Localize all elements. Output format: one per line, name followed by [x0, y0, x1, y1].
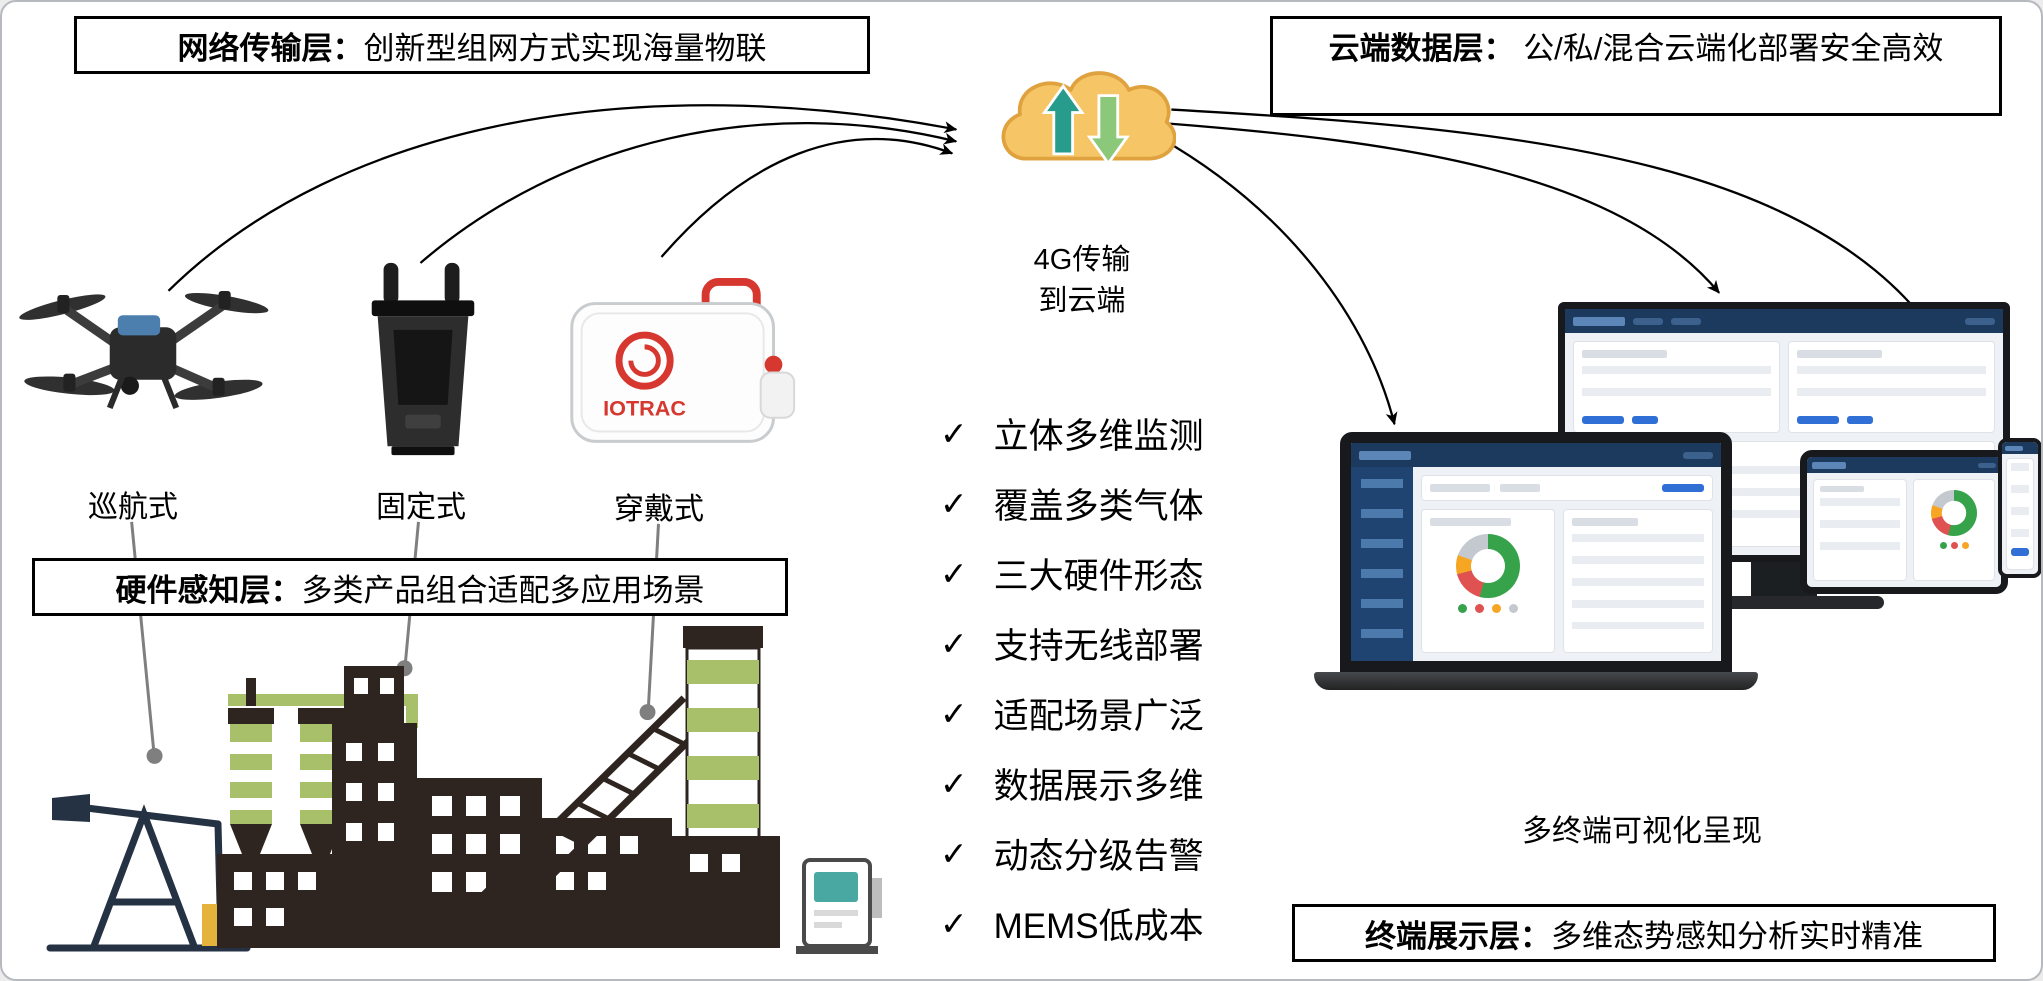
feature-item: ✓ 支持无线部署 — [940, 608, 1204, 678]
cloud-transfer-label: 4G传输 到云端 — [968, 240, 1196, 321]
terminal-layer-box: 终端展示层： 多维态势感知分析实时精准 — [1292, 904, 1996, 962]
fixed-label: 固定式 — [376, 491, 466, 524]
check-icon: ✓ — [940, 484, 968, 522]
donut-chart-card — [1421, 509, 1556, 653]
donut-chart-card — [1913, 479, 1995, 581]
dashboard-table — [2006, 458, 2034, 570]
user-pill — [1978, 462, 1996, 468]
donut-chart — [1931, 490, 1977, 536]
factory-illustration — [32, 608, 892, 978]
feature-text: 动态分级告警 — [993, 836, 1204, 876]
site-dot — [146, 747, 163, 764]
tablet-mockup — [1800, 450, 2008, 594]
layer-title: 终端展示层： — [1365, 918, 1551, 954]
cloud-label-line2: 到云端 — [1038, 284, 1126, 317]
dashboard-header — [2002, 442, 2038, 454]
dashboard-content — [1351, 467, 1721, 661]
check-icon: ✓ — [940, 834, 968, 872]
network-layer-box: 网络传输层： 创新型组网方式实现海量物联 — [74, 16, 870, 74]
feature-item: ✓ 数据展示多维 — [940, 748, 1204, 818]
user-pill — [1683, 451, 1713, 459]
arrow-drone-to-cloud — [167, 104, 958, 292]
upload-arrow-icon — [1041, 83, 1085, 156]
nav-pill — [1671, 317, 1701, 325]
check-icon: ✓ — [940, 624, 968, 662]
feature-text: 立体多维监测 — [993, 416, 1204, 456]
donut-chart — [1456, 534, 1521, 598]
check-icon: ✓ — [940, 764, 968, 802]
download-arrow-icon — [1086, 94, 1130, 166]
dashboard-logo — [1573, 316, 1625, 326]
check-icon: ✓ — [940, 694, 968, 732]
feature-item: ✓ 动态分级告警 — [940, 818, 1204, 888]
dashboard-panel — [1788, 341, 1995, 433]
check-icon: ✓ — [940, 904, 968, 942]
feature-item: ✓ 适配场景广泛 — [940, 678, 1204, 748]
feature-text: MEMS低成本 — [993, 906, 1204, 946]
dashboard-sidebar — [1351, 467, 1413, 661]
arrow-fixed-to-cloud — [419, 122, 958, 264]
dashboard-header — [1351, 443, 1721, 467]
wearable-device-image: IOTRAC — [558, 274, 804, 466]
check-icon: ✓ — [940, 414, 968, 452]
chart-legend — [1458, 604, 1519, 613]
laptop-base — [1314, 672, 1758, 690]
hardware-layer-box: 硬件感知层： 多类产品组合适配多应用场景 — [32, 558, 788, 616]
dashboard-toolbar — [1421, 475, 1713, 501]
arrow-wearable-to-cloud — [660, 137, 954, 258]
laptop-screen — [1340, 432, 1732, 672]
feature-list: ✓立体多维监测 ✓覆盖多类气体 ✓三大硬件形态 ✓支持无线部署 ✓适配场景广泛 … — [940, 398, 1204, 958]
arrow-cloud-to-monitor — [1167, 122, 1721, 294]
cloud-label-line1: 4G传输 — [1033, 244, 1131, 276]
layer-desc: 多类产品组合适配多应用场景 — [301, 572, 705, 608]
phone-mockup — [1998, 438, 2041, 578]
dashboard-table — [1813, 479, 1907, 581]
wearable-label: 穿戴式 — [614, 493, 704, 526]
layer-desc: 公/私/混合云端化部署安全高效 — [1523, 31, 1944, 66]
layer-title: 硬件感知层： — [115, 572, 302, 608]
check-icon: ✓ — [940, 554, 968, 592]
feature-text: 支持无线部署 — [993, 626, 1204, 666]
monitor-base — [1684, 596, 1884, 609]
feature-text: 数据展示多维 — [993, 766, 1204, 806]
layer-desc: 创新型组网方式实现海量物联 — [363, 30, 767, 66]
layer-title: 云端数据层： — [1328, 31, 1515, 66]
dashboard-table — [1563, 509, 1713, 653]
feature-item: ✓ MEMS低成本 — [940, 888, 1204, 958]
dashboard-content — [1807, 473, 2001, 587]
feature-item: ✓ 三大硬件形态 — [940, 538, 1204, 608]
cloud-layer-box: 云端数据层： 公/私/混合云端化部署安全高效 — [1270, 16, 2002, 116]
nav-pill — [1633, 317, 1663, 325]
fixed-device-image — [354, 254, 492, 462]
layer-title: 网络传输层： — [177, 30, 364, 66]
site-dot — [639, 704, 656, 721]
laptop-mockup — [1314, 432, 1758, 690]
user-pill — [1965, 317, 1995, 325]
dashboard-panel — [1573, 341, 1780, 433]
feature-text: 适配场景广泛 — [993, 696, 1204, 736]
feature-text: 覆盖多类气体 — [993, 486, 1204, 526]
dashboard-content — [2002, 454, 2038, 574]
drone-image — [17, 264, 269, 442]
cloud-icon — [1001, 71, 1177, 166]
drone-label: 巡航式 — [88, 491, 178, 524]
dashboard-logo — [1359, 450, 1411, 460]
feature-item: ✓ 覆盖多类气体 — [940, 468, 1204, 538]
dashboard-logo — [2005, 445, 2023, 451]
layer-desc: 多维态势感知分析实时精准 — [1551, 918, 1923, 954]
dashboard-logo — [1812, 461, 1846, 469]
cloud-node — [988, 48, 1177, 194]
feature-text: 三大硬件形态 — [993, 556, 1204, 596]
wearable-brand-text: IOTRAC — [603, 396, 686, 421]
dashboard-header — [1565, 309, 2003, 333]
feature-item: ✓ 立体多维监测 — [940, 398, 1204, 468]
arrow-cloud-to-laptop — [1158, 136, 1398, 426]
dashboard-header — [1807, 457, 2001, 473]
chart-legend — [1939, 542, 1969, 549]
display-caption: 多终端可视化呈现 — [1522, 815, 1762, 848]
